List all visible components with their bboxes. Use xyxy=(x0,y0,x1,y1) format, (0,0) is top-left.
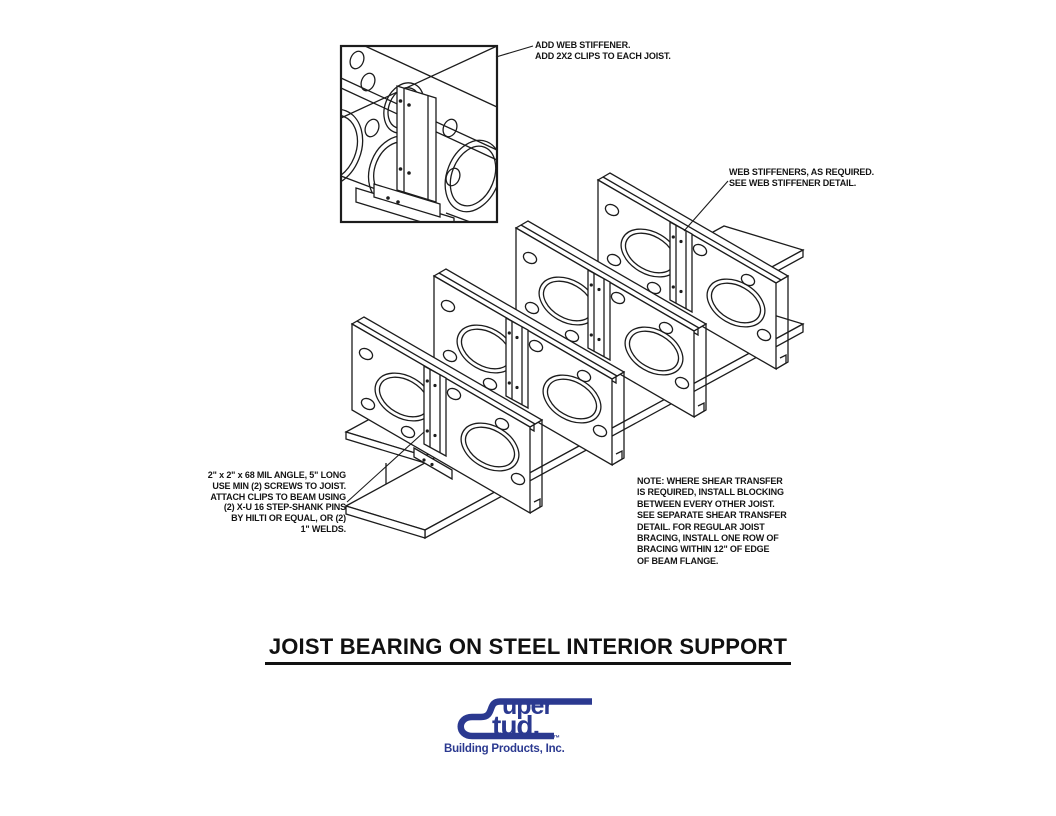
callout-line: WEB STIFFENERS, AS REQUIRED. xyxy=(729,167,874,177)
logo-word-stud: tud. xyxy=(492,710,540,741)
web-stiffener-detail-inset xyxy=(339,44,499,224)
super-stud-logo: uper tud. ™ Building Products, Inc. xyxy=(440,686,640,764)
logo-word-super: uper xyxy=(502,692,553,720)
callout-line: ADD 2X2 CLIPS TO EACH JOIST. xyxy=(535,50,671,61)
note-line: BY HILTI OR EQUAL, OR (2) xyxy=(231,513,346,524)
note-line: (2) X-U 16 STEP-SHANK PINS xyxy=(223,502,346,513)
note-clip-angle: 2" x 2" x 68 MIL ANGLE, 5" LONG USE MIN … xyxy=(166,470,346,535)
note-line: ATTACH CLIPS TO BEAM USING xyxy=(210,491,346,502)
note-line: IS REQUIRED, INSTALL BLOCKING xyxy=(637,487,784,498)
note-line: USE MIN (2) SCREWS TO JOIST. xyxy=(212,480,346,491)
drawing-title: JOIST BEARING ON STEEL INTERIOR SUPPORT xyxy=(264,634,792,665)
title-row: JOIST BEARING ON STEEL INTERIOR SUPPORT xyxy=(0,634,1056,665)
note-shear-transfer: NOTE: WHERE SHEAR TRANSFER IS REQUIRED, … xyxy=(637,476,787,567)
leader-lines xyxy=(346,45,729,503)
note-line: BRACING, INSTALL ONE ROW OF xyxy=(637,533,779,544)
logo-tagline: Building Products, Inc. xyxy=(444,743,565,755)
note-line: 1" WELDS. xyxy=(300,523,347,534)
callout-web-stiffeners: WEB STIFFENERS, AS REQUIRED. SEE WEB STI… xyxy=(729,167,874,189)
super-stud-s-swoosh-icon xyxy=(457,698,592,740)
note-line: SEE SEPARATE SHEAR TRANSFER xyxy=(637,510,787,521)
note-line: BETWEEN EVERY OTHER JOIST. xyxy=(637,498,775,509)
callout-line: ADD WEB STIFFENER. xyxy=(535,40,631,50)
note-line: NOTE: WHERE SHEAR TRANSFER xyxy=(637,476,783,486)
callout-line: SEE WEB STIFFENER DETAIL. xyxy=(729,177,857,188)
logo-trademark: ™ xyxy=(553,735,560,742)
callout-add-web-stiffener: ADD WEB STIFFENER. ADD 2X2 CLIPS TO EACH… xyxy=(535,40,671,62)
note-line: BRACING WITHIN 12" OF EDGE xyxy=(637,544,770,555)
note-line: OF BEAM FLANGE. xyxy=(637,555,719,566)
note-line: DETAIL. FOR REGULAR JOIST xyxy=(637,521,765,532)
note-line: 2" x 2" x 68 MIL ANGLE, 5" LONG xyxy=(207,470,346,480)
